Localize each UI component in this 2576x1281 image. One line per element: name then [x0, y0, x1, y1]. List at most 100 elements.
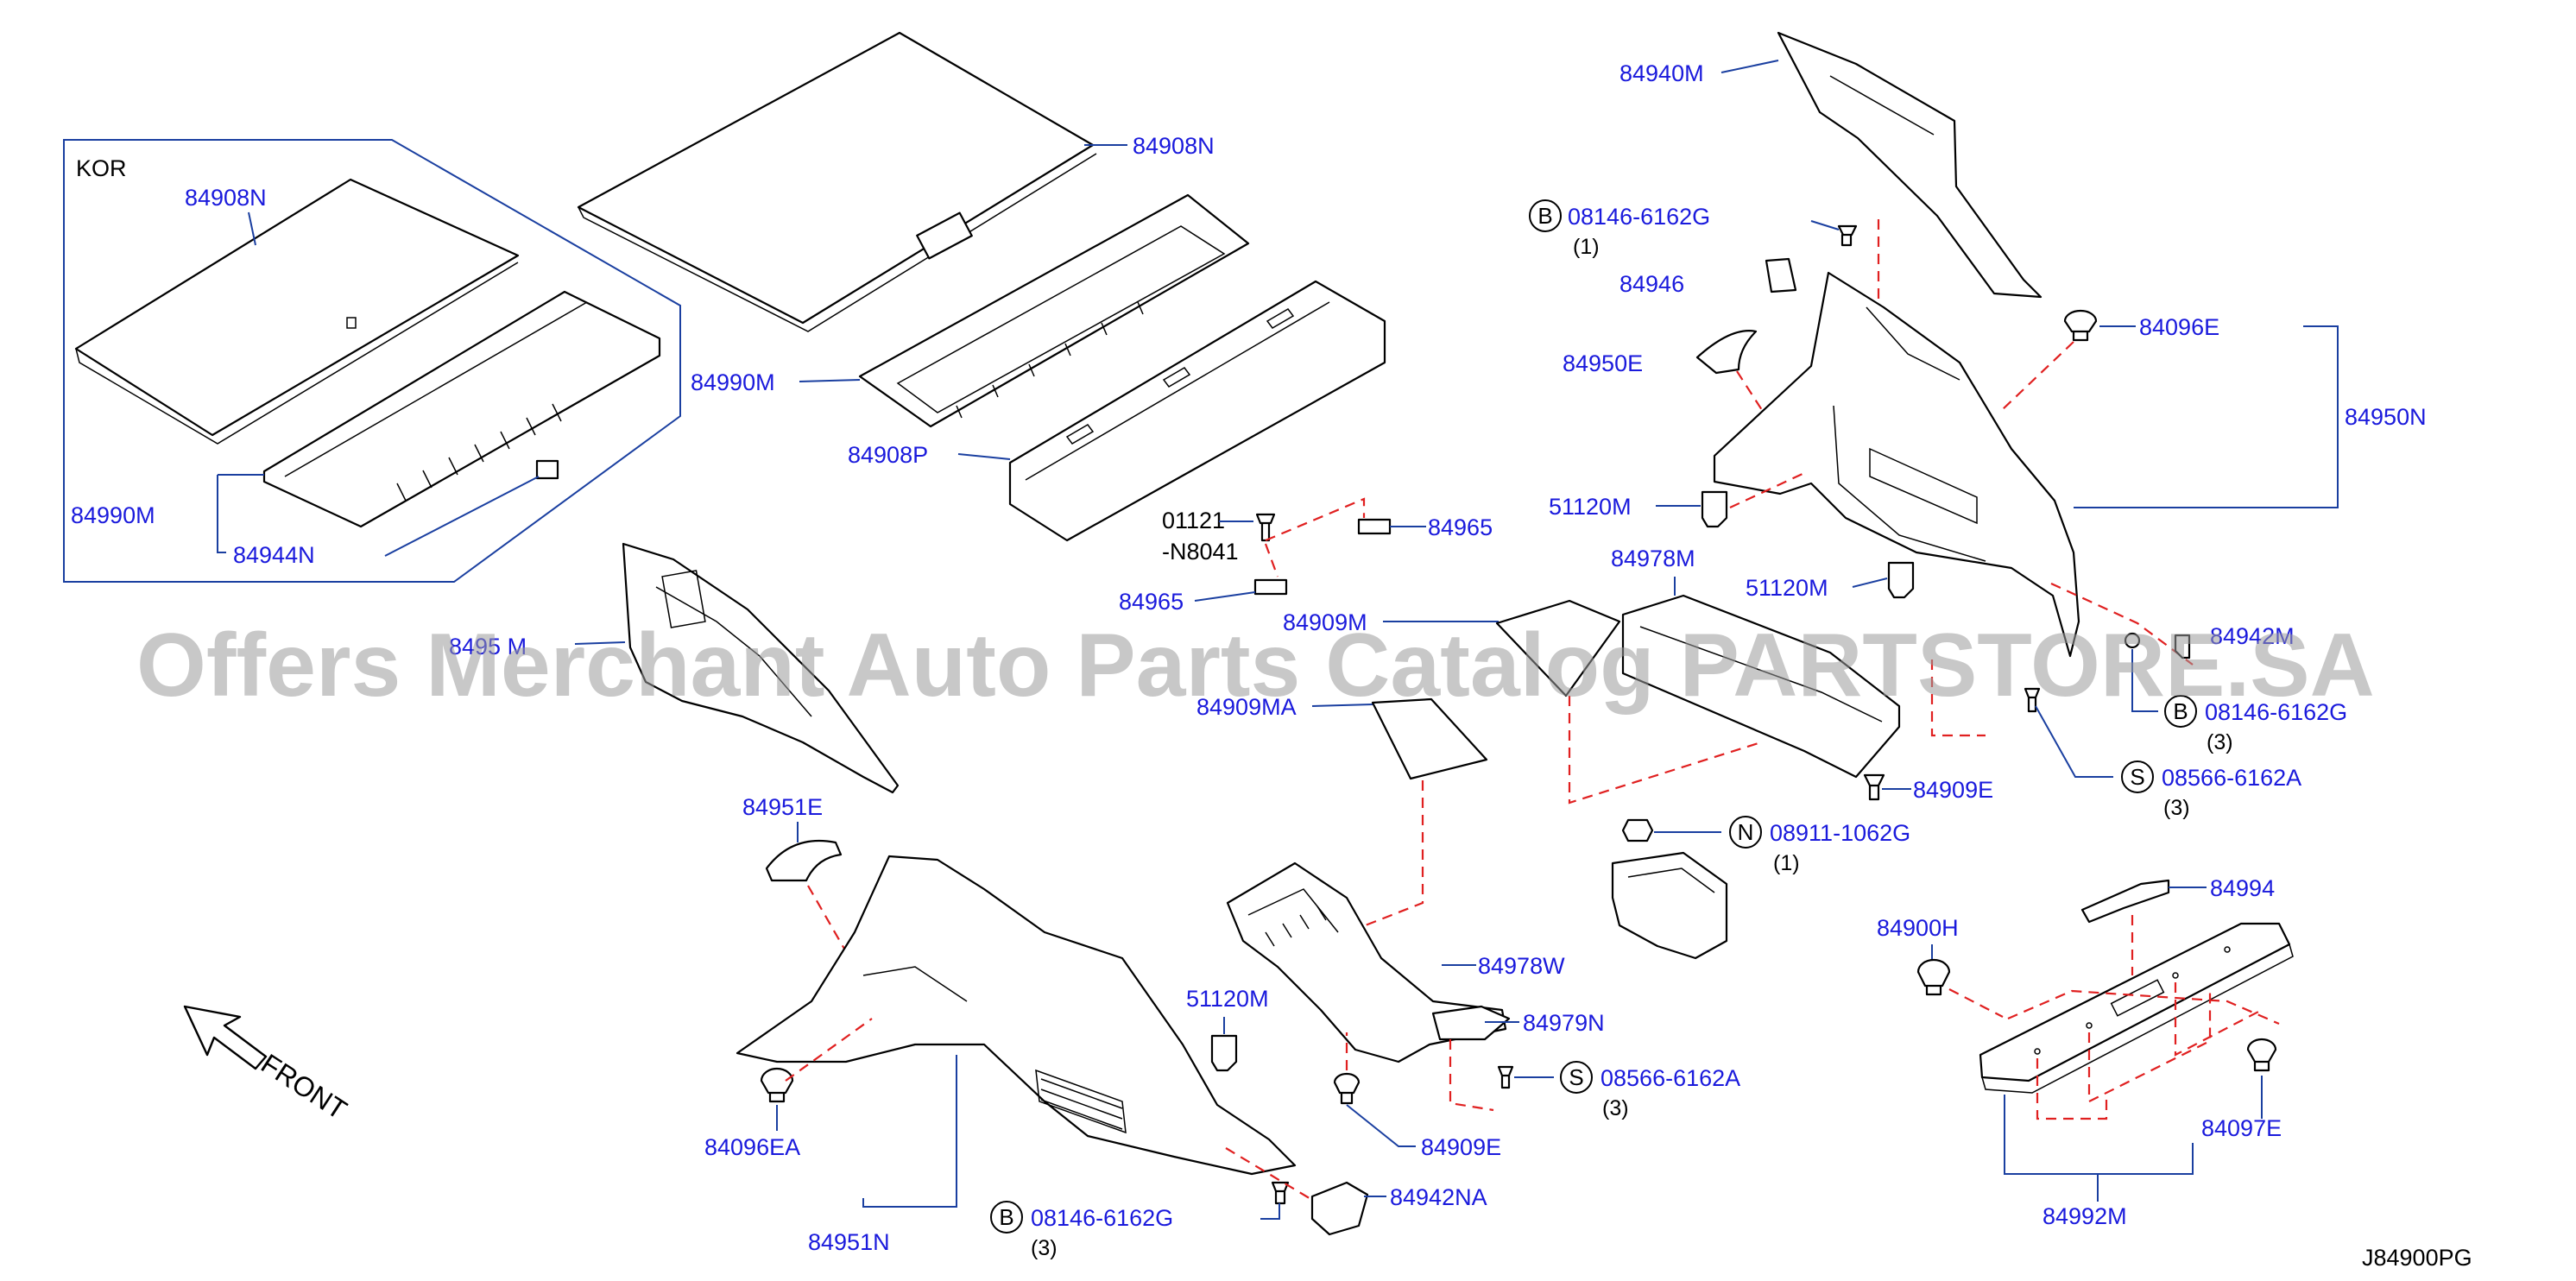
label-84950n: 84950N: [2345, 404, 2427, 430]
cargo-floor-handle: [916, 211, 973, 260]
leader-84909e-b: [1346, 1104, 1416, 1147]
leader-kor-84944n: [384, 476, 540, 557]
cover-84909ma: [1371, 697, 1488, 780]
callout-b-bottom-qty: (3): [1031, 1236, 1058, 1260]
clip-group: 01121 -N8041 84965 84965: [1119, 497, 1493, 615]
svg-text:S: S: [2130, 764, 2144, 790]
dash-01121-84965b: [1264, 543, 1279, 577]
clip-84909e-b: [1333, 1072, 1361, 1105]
label-84994: 84994: [2210, 875, 2275, 901]
label-84096e: 84096E: [2139, 314, 2219, 340]
clip-51120m-c: [1210, 1034, 1238, 1072]
watermark-text: Offers Merchant Auto Parts Catalog PARTS…: [136, 615, 2375, 716]
label-84978m: 84978M: [1611, 546, 1695, 571]
label-84946: 84946: [1619, 271, 1684, 297]
trim-84940m-detail: [1829, 75, 1935, 136]
quarter-trim-8495m: [622, 542, 900, 794]
callout-s-right-qty: (3): [2163, 796, 2190, 820]
label-84096ea: 84096EA: [704, 1134, 800, 1160]
label-84990m: 84990M: [691, 369, 775, 395]
label-84909m: 84909M: [1283, 609, 1367, 635]
nut-08911: [1621, 818, 1654, 842]
clip-84909e-a: [1863, 773, 1885, 801]
callout-n-qty: (1): [1773, 851, 1800, 875]
label-01121-line2: -N8041: [1162, 539, 1239, 565]
storage-box-ribs: [956, 301, 1144, 419]
center-bracket-group: 84978W 84979N 51120M 84909E S 08566-6162…: [1186, 861, 1740, 1160]
leader-8495m: [574, 641, 626, 645]
label-84909e-b: 84909E: [1421, 1134, 1501, 1160]
dash-sill-grid-2: [2087, 991, 2212, 1103]
svg-text:N: N: [1738, 819, 1754, 845]
clip-84994: [2080, 879, 2170, 924]
label-84965-a: 84965: [1428, 514, 1493, 540]
box-84978m-group: 84978M 84909E: [1568, 546, 1993, 805]
bracket-84978w-ribs: [1265, 906, 1327, 947]
leader-51120m-b: [1852, 577, 1888, 588]
label-84908n: 84908N: [1133, 133, 1215, 159]
callout-b-right-part: 08146-6162G: [2205, 699, 2347, 725]
callout-b-bottom: B 08146-6162G (3): [990, 1201, 1173, 1260]
clip-84965-a: [1357, 518, 1392, 535]
clip-84942na: [1310, 1181, 1369, 1236]
cover-group: 84909M 84909MA: [1196, 599, 1621, 936]
label-84978w: 84978W: [1478, 953, 1565, 979]
clip-84951e: [765, 839, 843, 882]
screw-08566-center: [1497, 1065, 1514, 1089]
label-kor-84944n: 84944N: [233, 542, 315, 568]
label-84097e: 84097E: [2201, 1115, 2282, 1141]
callout-b-right-qty: (3): [2207, 730, 2233, 754]
clip-51120m-a: [1701, 490, 1728, 528]
label-01121-line1: 01121: [1162, 508, 1225, 533]
leader-84950n: [2074, 325, 2339, 508]
dash-sill-grid-3: [2174, 982, 2263, 1057]
front-indicator: FRONT: [183, 1005, 352, 1126]
bolt-08146-right: [2124, 632, 2141, 649]
callout-s-center: S 08566-6162A (3): [1560, 1061, 1740, 1120]
sill-group: 84994 84900H 84097E 84992M: [1877, 875, 2294, 1229]
label-84965-b: 84965: [1119, 589, 1184, 615]
clip-84965-b: [1253, 578, 1288, 596]
label-84940m: 84940M: [1619, 60, 1704, 86]
dash-84979n: [1449, 1039, 1494, 1112]
kor-board-clip: [346, 317, 357, 329]
quarter-trim-84951n: [736, 855, 1297, 1176]
lower-left-trim-group: 84951E 84096EA 84951N 84942NA B 08146-61…: [704, 794, 1487, 1260]
kor-tonneau-edge: [75, 262, 519, 445]
bracket-detail: [1627, 868, 1715, 893]
dash-01121-84965: [1265, 497, 1366, 542]
svg-text:B: B: [999, 1204, 1013, 1230]
kor-clip-84944n: [535, 459, 559, 480]
trim-84951n-detail-1: [862, 966, 968, 1002]
dash-sill-grid-1: [2036, 1058, 2108, 1120]
quarter-trim-detail-2: [1866, 306, 1960, 381]
storage-box-inner: [896, 225, 1226, 413]
quarter-trim-right-group: 84940M B 08146-6162G (1) 84946 84950E 84…: [1529, 31, 2427, 820]
callout-b-right: B 08146-6162G (3): [2164, 695, 2347, 754]
callout-s-center-qty: (3): [1602, 1096, 1629, 1120]
cap-84946: [1765, 257, 1797, 293]
callout-n-part: 08911-1062G: [1770, 820, 1910, 846]
kor-tonneau-board: [74, 178, 520, 437]
kor-storage-tray: [262, 290, 661, 528]
dash-84909ma-84978w: [1342, 780, 1424, 936]
kor-variant-label: KOR: [76, 155, 127, 181]
cover-84909m: [1495, 599, 1621, 697]
callout-s-center-part: 08566-6162A: [1601, 1065, 1740, 1091]
storage-box-84990m: [858, 193, 1250, 428]
clip-84096ea: [760, 1067, 794, 1103]
callout-s-right-part: 08566-6162A: [2162, 765, 2301, 791]
dash-84978m-right: [1930, 659, 1986, 737]
trim-84940m: [1777, 31, 2042, 299]
label-kor-84908n: 84908N: [185, 185, 267, 211]
svg-text:S: S: [1569, 1064, 1583, 1090]
leader-bolt-right: [2131, 649, 2158, 712]
clip-84097e: [2246, 1038, 2277, 1072]
callout-n: N 08911-1062G (1): [1729, 816, 1910, 875]
leader-kor-84990m: [217, 475, 226, 553]
box-84978m: [1621, 594, 1901, 779]
dash-quarter-lower: [2050, 583, 2194, 666]
label-8495m: 8495 M: [449, 634, 527, 659]
clip-01121: [1255, 513, 1276, 542]
quarter-trim-detail-1: [1833, 405, 1986, 562]
